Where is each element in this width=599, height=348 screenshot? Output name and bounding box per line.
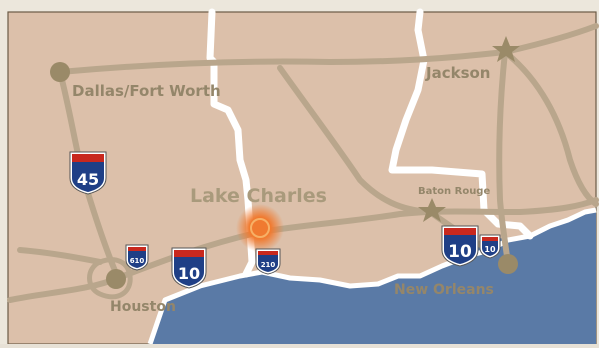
interstate-shield-icon: 10 (441, 225, 479, 267)
i45-shield-label: 45 (77, 170, 99, 189)
i10-la-shield-label: 10 (448, 242, 472, 262)
i59-road (502, 49, 599, 207)
circle-dot-icon (498, 254, 518, 274)
i10-spur-shield-label: 10 (484, 245, 496, 254)
interstate-shield-icon: 210 (255, 248, 281, 275)
star-icon (492, 36, 520, 62)
city-label-dallas: Dallas/Fort Worth (72, 82, 221, 100)
interstate-shield-icon: 10 (171, 247, 207, 289)
lake-charles-marker (250, 218, 270, 238)
i49-road (277, 65, 433, 215)
city-label-houston: Houston (110, 299, 176, 315)
circle-dot-icon (50, 62, 70, 82)
interstate-shield-icon: 10 (479, 234, 501, 259)
i610-shield-label: 610 (130, 257, 145, 265)
interstate-shield-icon: 610 (125, 244, 149, 271)
coastline (147, 207, 597, 345)
us190-road (17, 247, 103, 265)
houston-loop (87, 257, 133, 300)
i55-road (496, 49, 511, 267)
city-label-lake-charles: Lake Charles (190, 185, 327, 207)
city-label-baton-rouge: Baton Rouge (418, 186, 490, 197)
i10-tx-shield-label: 10 (178, 264, 200, 283)
city-label-jackson: Jackson (425, 64, 490, 82)
city-label-new-orleans: New Orleans (394, 282, 494, 298)
interstate-shield-icon: 45 (69, 151, 107, 195)
star-icon (418, 198, 446, 222)
gulf-water (150, 210, 596, 344)
i20-road (57, 23, 599, 75)
circle-dot-icon (106, 269, 126, 289)
i210-shield-label: 210 (261, 261, 276, 269)
